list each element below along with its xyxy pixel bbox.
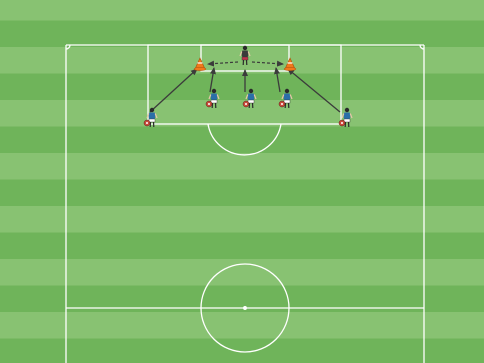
- player-shirt: [248, 94, 254, 101]
- ball-icon: [243, 101, 249, 107]
- player-head: [249, 89, 253, 93]
- grass-stripe: [0, 206, 484, 233]
- player-shirt: [211, 94, 217, 101]
- grass-stripe: [0, 74, 484, 101]
- player-shirt: [242, 51, 248, 58]
- grass-stripe: [0, 21, 484, 48]
- grass-stripe: [0, 312, 484, 339]
- grass-stripe: [0, 233, 484, 260]
- player-shirt: [284, 94, 290, 101]
- grass-stripe: [0, 339, 484, 363]
- grass-stripe: [0, 127, 484, 154]
- grass-stripe: [0, 153, 484, 180]
- grass-stripe: [0, 180, 484, 207]
- player-head: [212, 89, 216, 93]
- player-shirt: [344, 113, 350, 120]
- player-shorts: [242, 57, 248, 60]
- ball-icon: [144, 120, 150, 126]
- grass-stripe: [0, 47, 484, 74]
- ball-icon: [206, 101, 212, 107]
- ball-icon: [279, 101, 285, 107]
- grass-stripe: [0, 0, 484, 21]
- player-head: [243, 46, 247, 50]
- centre-spot: [244, 307, 247, 310]
- player-shirt: [149, 113, 155, 120]
- ball-icon: [339, 120, 345, 126]
- grass-stripe: [0, 259, 484, 286]
- grass-stripe: [0, 100, 484, 127]
- player-head: [285, 89, 289, 93]
- player-head: [345, 108, 349, 112]
- player-head: [150, 108, 154, 112]
